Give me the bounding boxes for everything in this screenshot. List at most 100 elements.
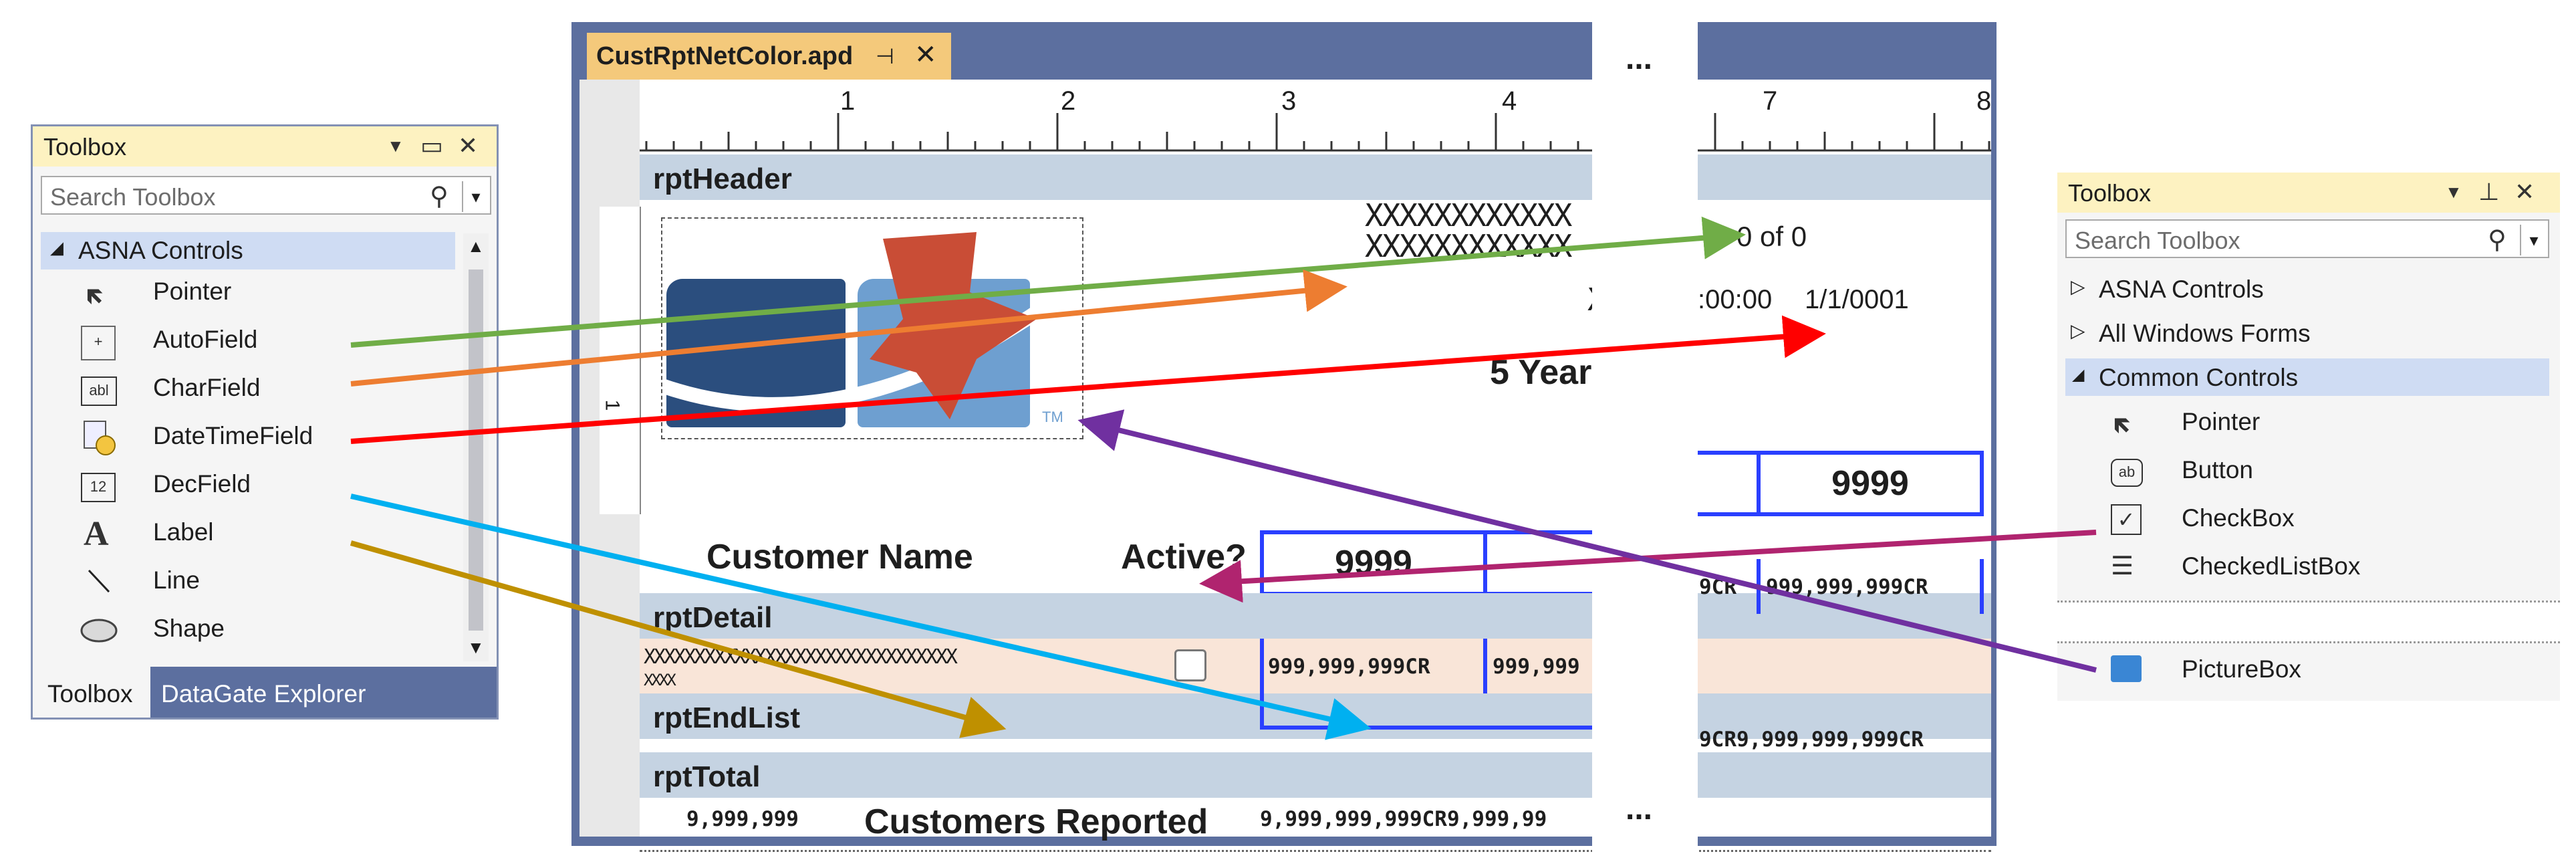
active-checkbox[interactable] bbox=[1174, 649, 1206, 681]
arrow-picturebox bbox=[1077, 409, 2097, 673]
group-common-controls[interactable]: ◢ Common Controls bbox=[2065, 358, 2549, 396]
years-label[interactable]: 5 Years bbox=[1490, 353, 1612, 392]
toolbox-title-bar[interactable]: Toolbox ▼ ⊥ ✕ bbox=[2057, 173, 2560, 213]
shape-icon bbox=[80, 619, 118, 643]
collapsed-arrow-icon: ▷ bbox=[2071, 276, 2085, 297]
tab-datagate-explorer[interactable]: DataGate Explorer bbox=[150, 667, 497, 718]
checkbox-icon: ✓ bbox=[2111, 504, 2142, 535]
group-asna-controls[interactable]: ◢ ASNA Controls bbox=[41, 232, 455, 269]
label-icon: A bbox=[84, 515, 109, 553]
header-x-field[interactable]: XXXXXXXXXXXX bbox=[1365, 200, 1572, 231]
scroll-up-icon[interactable]: ▲ bbox=[467, 236, 485, 256]
item-label: AutoField bbox=[153, 326, 258, 353]
band-label: rptTotal bbox=[653, 760, 761, 793]
line-icon bbox=[88, 569, 110, 593]
item-label: Line bbox=[153, 566, 200, 594]
total-nums-right[interactable]: 9CR9,999,999,999CR bbox=[1699, 728, 1924, 752]
decfield-icon: 12 bbox=[81, 473, 116, 502]
search-dropdown-icon[interactable]: ▾ bbox=[2520, 225, 2547, 255]
tab-label: DataGate Explorer bbox=[161, 680, 366, 708]
dropdown-arrow-icon[interactable]: ▼ bbox=[387, 136, 404, 156]
autofield-icon: + bbox=[81, 326, 116, 360]
search-input[interactable]: Search Toolbox ⚲ ▾ bbox=[2065, 219, 2549, 258]
dropdown-arrow-icon[interactable]: ▼ bbox=[2445, 182, 2462, 202]
ruler-number-8: 8 bbox=[1976, 86, 1992, 116]
arrow-label bbox=[350, 540, 1007, 738]
item-label: Pointer bbox=[153, 278, 232, 305]
maximize-icon[interactable]: ▭ bbox=[420, 132, 444, 159]
detail-num: 999,999 bbox=[1493, 655, 1580, 679]
item-label: DateTimeField bbox=[153, 422, 313, 449]
item-label: Pointer bbox=[2182, 408, 2261, 435]
right-toolbox: Toolbox ▼ ⊥ ✕ Search Toolbox ⚲ ▾ ▷ ASNA … bbox=[2057, 173, 2560, 701]
date-label[interactable]: 1/1/0001 bbox=[1805, 285, 1909, 314]
search-icon[interactable]: ⚲ bbox=[2488, 226, 2506, 254]
scroll-thumb[interactable] bbox=[469, 269, 483, 631]
datetimefield-icon bbox=[81, 421, 116, 455]
close-tab-icon[interactable]: ✕ bbox=[914, 40, 937, 70]
document-tab-title: CustRptNetColor.apd bbox=[596, 42, 854, 70]
detail-col-2[interactable]: 999,999 bbox=[1483, 639, 1648, 693]
band-label: rptEndList bbox=[653, 701, 800, 734]
toolbox-title-bar[interactable]: Toolbox ▼ ▭ ✕ bbox=[33, 126, 497, 167]
time-label[interactable]: :00:00 bbox=[1698, 285, 1773, 314]
total-count[interactable]: 9,999,999 bbox=[686, 807, 799, 831]
header-col-text: 9999 bbox=[1831, 464, 1909, 503]
item-label: Button bbox=[2182, 456, 2253, 483]
group-label: Common Controls bbox=[2099, 364, 2299, 391]
close-icon[interactable]: ✕ bbox=[458, 132, 479, 159]
checkedlistbox-icon: ☰ bbox=[2111, 552, 2134, 580]
close-icon[interactable]: ✕ bbox=[2515, 178, 2535, 205]
list-elision-strip bbox=[2057, 601, 2560, 643]
item-label: Label bbox=[153, 518, 214, 546]
expanded-arrow-icon: ◢ bbox=[50, 237, 63, 257]
arrow-checkbox bbox=[1199, 530, 2097, 603]
band-rptheader[interactable]: rptHeader bbox=[640, 154, 1991, 200]
expanded-arrow-icon: ◢ bbox=[2072, 366, 2085, 384]
tab-toolbox[interactable]: Toolbox bbox=[33, 667, 150, 718]
detail-x-wrap: XXXX bbox=[644, 671, 676, 689]
scroll-down-icon[interactable]: ▼ bbox=[467, 637, 485, 657]
search-icon[interactable]: ⚲ bbox=[430, 183, 448, 211]
search-placeholder: Search Toolbox bbox=[2075, 227, 2240, 254]
ruler-number-7: 7 bbox=[1763, 86, 1778, 116]
scrollbar[interactable]: ▲ ▼ bbox=[463, 233, 489, 661]
ellipsis-bottom: ... bbox=[1626, 791, 1653, 827]
arrow-charfield bbox=[350, 269, 1347, 387]
toolbox-title: Toolbox bbox=[2068, 179, 2152, 207]
ellipsis-top: ... bbox=[1626, 41, 1653, 76]
detail-row-background bbox=[640, 639, 1991, 693]
item-label: CheckBox bbox=[2182, 504, 2295, 532]
item-label: CheckedListBox bbox=[2182, 552, 2361, 580]
detail-x-field[interactable]: XXXXXXXXXXXXXXXXXXXXXXXXXXXXXXX bbox=[644, 645, 958, 669]
band-label: rptHeader bbox=[653, 162, 792, 195]
search-dropdown-icon[interactable]: ▾ bbox=[462, 181, 489, 212]
pin-icon[interactable]: ⊥ bbox=[2478, 178, 2500, 205]
pin-icon[interactable]: ⊣ bbox=[876, 44, 894, 68]
pointer-icon: 🡼 bbox=[2113, 412, 2132, 440]
collapsed-arrow-icon: ▷ bbox=[2071, 320, 2085, 341]
designer-elision-gap: ... ... bbox=[1592, 0, 1698, 868]
group-all-windows-forms[interactable]: ▷ All Windows Forms bbox=[2065, 314, 2549, 352]
picturebox-icon bbox=[2111, 655, 2142, 682]
group-label: ASNA Controls bbox=[2099, 276, 2264, 303]
pointer-icon: 🡼 bbox=[86, 283, 104, 311]
header-col-4[interactable]: 9999 bbox=[1757, 451, 1984, 516]
arrow-autofield bbox=[350, 216, 1746, 348]
page-of-label[interactable]: 0 of 0 bbox=[1736, 221, 1807, 252]
document-tab[interactable]: CustRptNetColor.apd ⊣ ✕ bbox=[587, 33, 951, 80]
detail-col-1[interactable]: 999,999,999CR bbox=[1260, 639, 1487, 693]
group-label: All Windows Forms bbox=[2099, 320, 2311, 347]
arrow-decfield bbox=[350, 494, 1372, 740]
customers-reported-label[interactable]: Customers Reported bbox=[864, 802, 1208, 841]
tab-label: Toolbox bbox=[47, 680, 133, 708]
total-nums[interactable]: 9,999,999,999CR9,999,99 bbox=[1260, 807, 1547, 831]
total-dotted-line bbox=[640, 850, 1991, 852]
ruler-number-4: 4 bbox=[1502, 86, 1517, 116]
report-designer-window: CustRptNetColor.apd ⊣ ✕ 1 2 3 4 7 8 rptH… bbox=[571, 22, 1997, 857]
search-input[interactable]: Search Toolbox ⚲ ▾ bbox=[41, 176, 491, 215]
group-asna-controls[interactable]: ▷ ASNA Controls bbox=[2065, 270, 2549, 308]
customer-name-label[interactable]: Customer Name bbox=[706, 538, 973, 576]
band-rpttotal[interactable]: rptTotal bbox=[640, 752, 1991, 798]
